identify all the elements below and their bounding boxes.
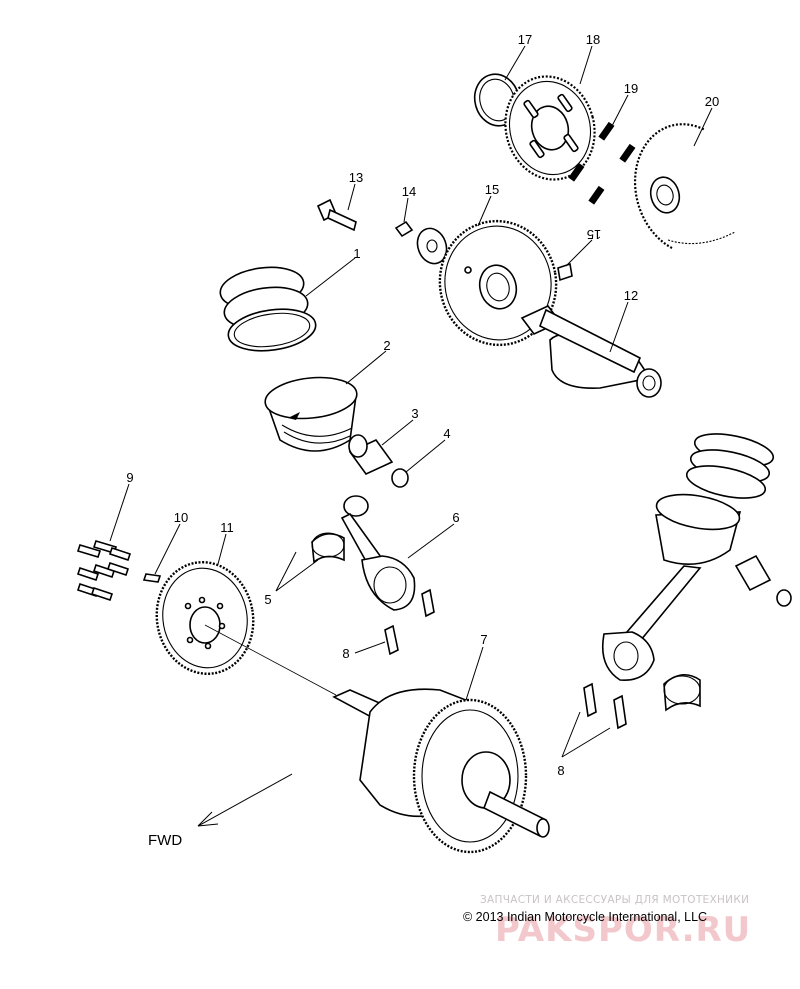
watermark-brand: PAKSPOR.RU — [495, 910, 751, 950]
callout-18: 18 — [586, 32, 600, 47]
piston-2 — [264, 376, 358, 452]
dowel-10 — [142, 573, 162, 583]
callout-1: 1 — [353, 246, 360, 261]
piston-rings-1 — [219, 266, 317, 352]
callout-5: 5 — [264, 592, 271, 607]
key-15b — [557, 262, 573, 282]
fwd-label: FWD — [148, 832, 182, 849]
callout-7: 7 — [480, 632, 487, 647]
callout-3: 3 — [411, 406, 418, 421]
forward-direction-arrow — [197, 773, 293, 827]
pin-clip-4 — [391, 468, 409, 488]
callout-2: 2 — [383, 338, 390, 353]
leader-lines — [109, 45, 713, 758]
callout-15: 15 — [485, 182, 499, 197]
callout-20: 20 — [705, 94, 719, 109]
callout-4: 4 — [443, 426, 450, 441]
callout-15b: 15 — [587, 227, 601, 242]
callout-8b: 8 — [557, 763, 564, 778]
watermark-tagline: ЗАПЧАСТИ И АКСЕССУАРЫ ДЛЯ МОТОТЕХНИКИ — [480, 894, 749, 906]
callout-labels: 17 18 19 20 13 14 15 15 1 12 2 3 4 9 10 … — [126, 32, 719, 778]
crankshaft-7 — [332, 688, 550, 854]
piston-pin-3 — [348, 434, 394, 476]
connecting-rod-6 — [340, 495, 416, 611]
callout-12: 12 — [624, 288, 638, 303]
callout-11: 11 — [220, 520, 234, 535]
cam-gear-18 — [504, 75, 596, 181]
callout-10: 10 — [174, 510, 188, 525]
springs-19 — [568, 121, 636, 205]
callout-14: 14 — [402, 184, 416, 199]
scissor-gear-20 — [633, 123, 736, 249]
piston-rod-assembly-right — [583, 433, 792, 730]
washer-15 — [416, 227, 448, 265]
bolts-9 — [76, 540, 132, 602]
balance-shaft-12 — [520, 305, 662, 398]
callout-6: 6 — [452, 510, 459, 525]
callout-13: 13 — [349, 170, 363, 185]
crank-gear-11 — [155, 561, 255, 675]
bearing-shells-5 — [311, 532, 345, 564]
bolt-13 — [316, 198, 357, 232]
callout-17: 17 — [518, 32, 532, 47]
rod-bolts-8 — [384, 588, 435, 656]
callout-8a: 8 — [342, 646, 349, 661]
copyright-notice: © 2013 Indian Motorcycle International, … — [463, 910, 707, 924]
callout-9: 9 — [126, 470, 133, 485]
callout-19: 19 — [624, 81, 638, 96]
woodruff-key-14 — [394, 220, 414, 238]
balance-gear-15 — [438, 219, 558, 347]
